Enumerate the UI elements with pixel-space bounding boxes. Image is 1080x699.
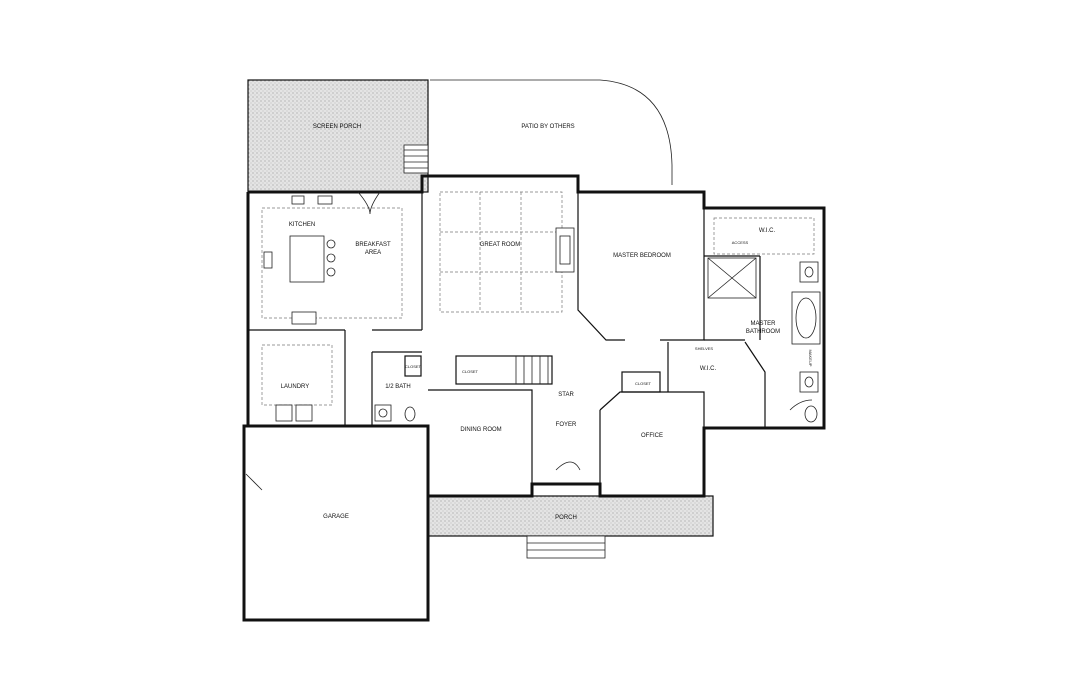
label-screen-porch: SCREEN PORCH — [313, 124, 361, 130]
garage-door-swing — [245, 473, 263, 491]
label-half-bath: 1/2 BATH — [385, 384, 411, 390]
label-makeup: MAKEUP — [808, 350, 813, 367]
label-great-room: GREAT ROOM — [480, 242, 520, 248]
kitchen-fixtures — [261, 191, 403, 325]
label-star: STAR — [558, 392, 574, 398]
label-closet-stair: CLOSET — [462, 369, 479, 374]
master-bath-fixtures — [707, 217, 821, 423]
stair — [515, 356, 549, 384]
half-bath-fixtures — [374, 404, 416, 422]
label-office: OFFICE — [641, 433, 663, 439]
label-patio: PATIO BY OTHERS — [521, 124, 574, 130]
label-wic-mid: W.I.C. — [700, 366, 717, 372]
great-room-ceiling-grid — [439, 191, 563, 313]
label-master-bath-line2: BATHROOM — [746, 329, 780, 335]
label-dining-room: DINING ROOM — [460, 427, 501, 433]
label-shelves: SHELVES — [695, 346, 713, 351]
label-laundry: LAUNDRY — [281, 384, 310, 390]
laundry-fixtures — [261, 344, 333, 422]
label-closet-foyer: CLOSET — [635, 381, 652, 386]
label-breakfast-line2: AREA — [365, 250, 381, 256]
front-door-swing — [555, 461, 581, 471]
label-porch: PORCH — [555, 515, 577, 521]
label-foyer: FOYER — [556, 422, 577, 428]
screen-porch — [247, 79, 429, 193]
patio-outline — [430, 79, 673, 185]
label-garage: GARAGE — [323, 514, 349, 520]
label-access: ACCESS — [732, 240, 749, 245]
label-breakfast-line1: BREAKFAST — [355, 242, 391, 248]
label-closet-small: CLOSET — [405, 364, 422, 369]
label-master-bath-line1: MASTER — [750, 321, 776, 327]
label-wic-top: W.I.C. — [759, 228, 776, 234]
label-kitchen: KITCHEN — [289, 222, 315, 228]
front-porch — [427, 495, 714, 559]
label-master-bedroom: MASTER BEDROOM — [613, 253, 671, 259]
interior-walls — [248, 192, 766, 484]
fireplace — [555, 227, 575, 273]
